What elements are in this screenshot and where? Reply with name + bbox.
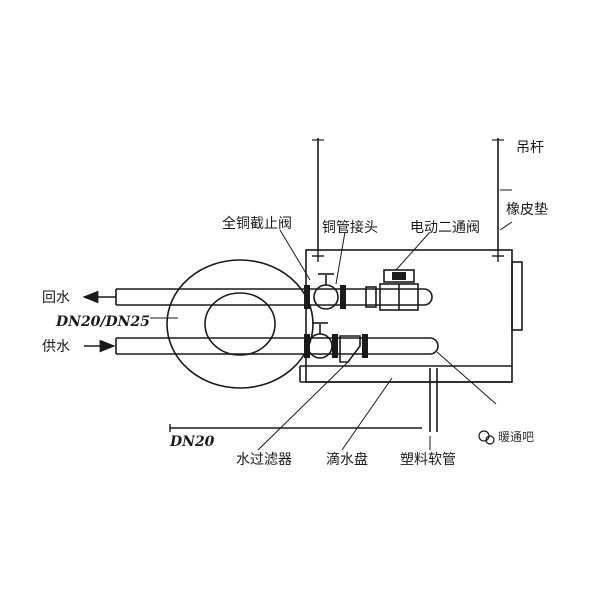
label-copper-connector: 铜管接头 xyxy=(322,219,378,236)
copper-connector xyxy=(365,286,377,308)
label-supply-water: 供水 xyxy=(42,339,70,355)
label-electric-two-way-valve: 电动二通阀 xyxy=(410,220,480,236)
label-hanger-rod: 吊杆 xyxy=(516,140,544,156)
label-copper-stop-valve: 全铜截止阀 xyxy=(222,215,292,232)
watermark-text: 暖通吧 xyxy=(498,430,534,444)
label-drip-tray: 滴水盘 xyxy=(326,451,368,468)
watermark: 暖通吧 xyxy=(478,430,534,445)
supply-pipe xyxy=(116,337,439,355)
label-return-water: 回水 xyxy=(42,290,70,306)
copper-stop-valve xyxy=(304,273,346,310)
label-plastic-hose: 塑料软管 xyxy=(400,452,456,468)
supply-stop-valve xyxy=(304,322,338,359)
label-rubber-pad: 橡皮垫 xyxy=(506,202,548,218)
hose-coil-inner xyxy=(204,292,276,356)
water-filter xyxy=(339,334,368,363)
return-pipe xyxy=(116,288,433,306)
label-pipe-size-drain: DN20 xyxy=(169,434,215,450)
label-pipe-size-main: DN20/DN25 xyxy=(55,314,150,330)
outlet-panel xyxy=(511,261,523,331)
label-water-filter: 水过滤器 xyxy=(236,452,292,468)
hose-coil-outer xyxy=(166,259,314,389)
electric-two-way-valve xyxy=(379,269,419,311)
